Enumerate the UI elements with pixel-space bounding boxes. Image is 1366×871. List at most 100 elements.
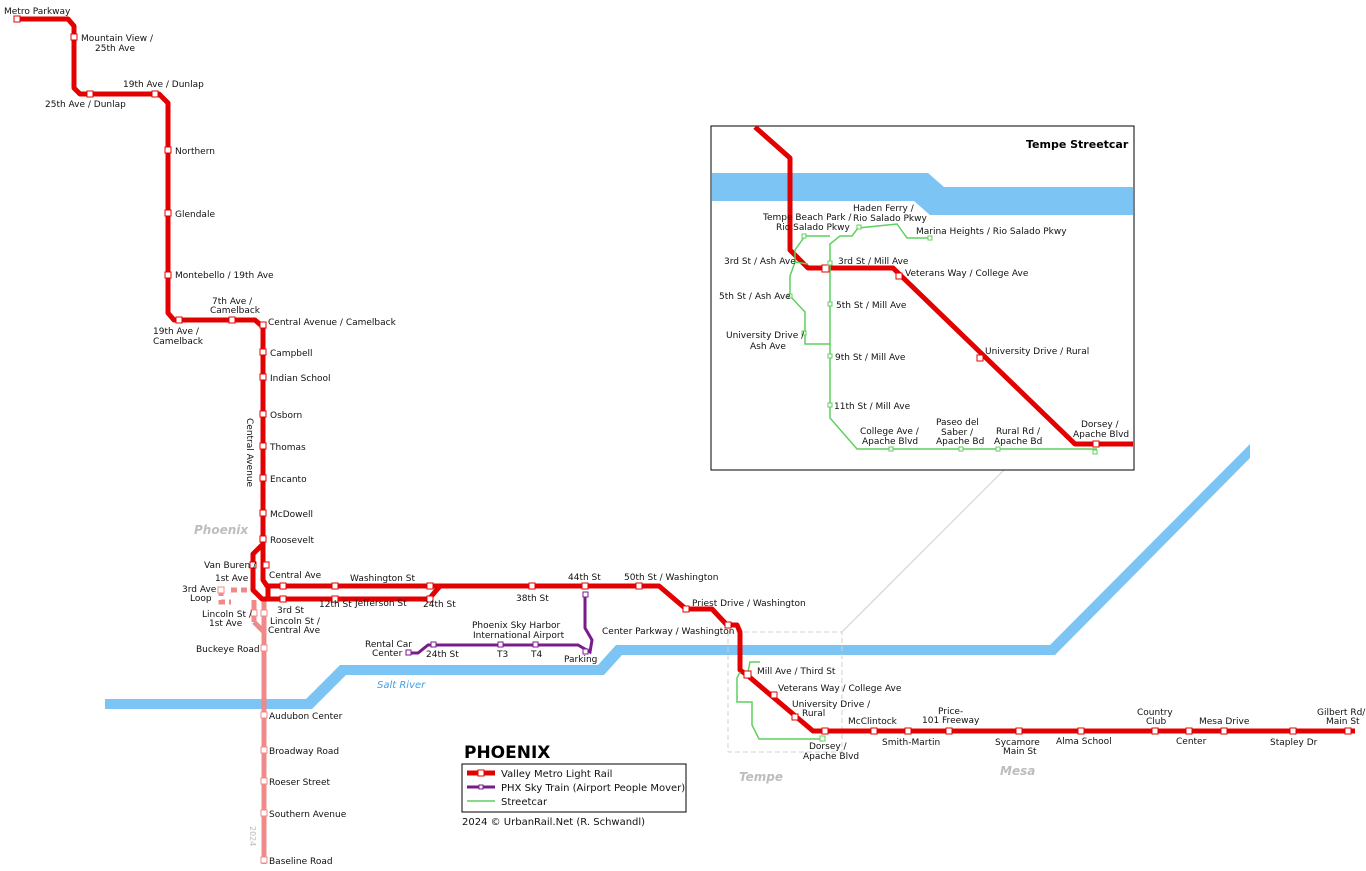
inset-label-5th-mill: 5th St / Mill Ave bbox=[836, 301, 907, 311]
legend-sky-train-label: PHX Sky Train (Airport People Mover) bbox=[501, 783, 685, 794]
label-3rd-ave-loop-2: Loop bbox=[190, 594, 212, 604]
label-central-ave: Central Ave bbox=[269, 571, 322, 581]
inset-label-5th-ash: 5th St / Ash Ave bbox=[719, 292, 791, 302]
city-tempe: Tempe bbox=[739, 770, 783, 784]
label-mcdowell: McDowell bbox=[270, 510, 313, 520]
label-country-club-2: Club bbox=[1146, 717, 1166, 727]
label-roosevelt: Roosevelt bbox=[270, 536, 314, 546]
inset-area-frame bbox=[727, 631, 843, 753]
label-dorsey-apache-2: Apache Blvd bbox=[803, 752, 859, 762]
label-jefferson-st: Jefferson St bbox=[354, 599, 407, 609]
label-t3: T3 bbox=[496, 650, 508, 660]
label-lincoln-1st-2: 1st Ave bbox=[209, 619, 243, 629]
label-lincoln-central-2: Central Ave bbox=[268, 626, 321, 636]
legend-light-rail-marker bbox=[477, 769, 485, 777]
legend-box bbox=[461, 763, 687, 813]
label-northern: Northern bbox=[175, 147, 215, 157]
label-buckeye: Buckeye Road bbox=[196, 645, 260, 655]
label-glendale: Glendale bbox=[175, 210, 215, 220]
label-university-rural: University Drive / bbox=[792, 700, 871, 710]
label-country-club: Country bbox=[1137, 708, 1173, 718]
extension-station-markers bbox=[217, 586, 268, 864]
label-mesa-drive: Mesa Drive bbox=[1199, 717, 1250, 727]
inset-light-rail bbox=[753, 125, 1133, 447]
inset-label-3rd-ash: 3rd St / Ash Ave bbox=[724, 257, 796, 267]
city-phoenix: Phoenix bbox=[194, 523, 249, 537]
label-price-2: 101 Freeway bbox=[922, 716, 980, 726]
inset-label-9th-mill: 9th St / Mill Ave bbox=[835, 353, 906, 363]
label-19th-camelback: 19th Ave / bbox=[153, 327, 200, 337]
label-alma-school: Alma School bbox=[1056, 737, 1112, 747]
inset-river bbox=[712, 173, 1133, 215]
label-gilbert-2: Main St bbox=[1326, 717, 1360, 727]
label-washington-st: Washington St bbox=[350, 574, 415, 584]
label-t4: T4 bbox=[530, 650, 542, 660]
inset-label-rural-apache-2: Apache Bd bbox=[994, 437, 1042, 447]
label-thomas: Thomas bbox=[269, 443, 306, 453]
label-38th-st: 38th St bbox=[516, 594, 549, 604]
label-metro-parkway: Metro Parkway bbox=[4, 7, 71, 17]
inset-title: Tempe Streetcar bbox=[1026, 138, 1129, 151]
label-3rd-ave-loop: 3rd Ave bbox=[182, 585, 217, 595]
label-sycamore: Sycamore bbox=[995, 738, 1040, 748]
label-broadway: Broadway Road bbox=[269, 747, 339, 757]
inset-label-tempe-beach-2: Rio Salado Pkwy bbox=[776, 223, 850, 233]
streetcar-marker bbox=[819, 735, 826, 742]
label-mountain-view-2: 25th Ave bbox=[95, 44, 136, 54]
label-southern: Southern Avenue bbox=[269, 810, 347, 820]
label-25th-dunlap: 25th Ave / Dunlap bbox=[45, 100, 126, 110]
inset-rail-markers bbox=[821, 264, 1100, 448]
inset-streetcar-markers bbox=[787, 224, 1098, 455]
label-3rd-st: 3rd St bbox=[277, 606, 305, 616]
label-sky-harbor: Phoenix Sky Harbor bbox=[472, 621, 561, 631]
label-van-buren-2: 1st Ave bbox=[215, 574, 249, 584]
label-central-camelback: Central Avenue / Camelback bbox=[268, 318, 397, 328]
label-indian-school: Indian School bbox=[270, 374, 331, 384]
label-gilbert: Gilbert Rd/ bbox=[1317, 708, 1366, 718]
inset-label-haden: Haden Ferry / bbox=[853, 204, 915, 214]
inset-connector-line bbox=[841, 469, 1005, 633]
label-center-parkway: Center Parkway / Washington bbox=[602, 627, 734, 637]
label-sky-harbor-2: International Airport bbox=[473, 631, 565, 641]
legend-streetcar-label: Streetcar bbox=[501, 797, 548, 808]
inset-label-tempe-beach: Tempe Beach Park / bbox=[762, 213, 852, 223]
label-rental-car-2: Center bbox=[372, 649, 403, 659]
label-parking: Parking bbox=[564, 655, 597, 665]
label-rental-car: Rental Car bbox=[365, 640, 412, 650]
inset-label-univ-ash: University Drive / bbox=[726, 331, 805, 341]
label-24th-st: 24th St bbox=[423, 600, 456, 610]
inset-label-dorsey: Dorsey / bbox=[1081, 420, 1120, 430]
label-encanto: Encanto bbox=[270, 475, 307, 485]
inset-label-univ-rural: University Drive / Rural bbox=[985, 347, 1089, 357]
legend: Valley Metro Light Rail PHX Sky Train (A… bbox=[461, 763, 687, 828]
city-mesa: Mesa bbox=[1000, 764, 1035, 778]
legend-light-rail-label: Valley Metro Light Rail bbox=[501, 769, 612, 780]
label-veterans-college: Veterans Way / College Ave bbox=[778, 684, 902, 694]
legend-credit: 2024 © UrbanRail.Net (R. Schwandl) bbox=[462, 817, 645, 828]
tempe-streetcar-inset: Tempe Streetcar Tempe Beach Park / Rio S… bbox=[710, 125, 1135, 471]
label-campbell: Campbell bbox=[270, 349, 313, 359]
inset-label-college-apache-2: Apache Blvd bbox=[862, 437, 918, 447]
label-mill-third: Mill Ave / Third St bbox=[757, 667, 836, 677]
inset-label-college-apache: College Ave / bbox=[860, 427, 920, 437]
inset-label-marina: Marina Heights / Rio Salado Pkwy bbox=[916, 227, 1067, 237]
label-dorsey-apache: Dorsey / bbox=[809, 742, 848, 752]
label-19th-dunlap: 19th Ave / Dunlap bbox=[123, 80, 204, 90]
station-markers bbox=[13, 15, 1352, 735]
label-university-rural-2: Rural bbox=[802, 709, 825, 719]
inset-label-rural-apache: Rural Rd / bbox=[996, 427, 1041, 437]
label-priest-washington: Priest Drive / Washington bbox=[692, 599, 806, 609]
label-stapley: Stapley Dr bbox=[1270, 738, 1318, 748]
station-labels: Metro Parkway Mountain View / 25th Ave 1… bbox=[4, 7, 1366, 867]
label-19th-camelback-2: Camelback bbox=[153, 337, 204, 347]
streetcar-line bbox=[736, 661, 822, 740]
label-7th-camelback-2: Camelback bbox=[210, 306, 261, 316]
label-2024-extension: 2024 bbox=[248, 826, 257, 846]
inset-label-veterans: Veterans Way / College Ave bbox=[905, 269, 1029, 279]
map-title: PHOENIX bbox=[464, 743, 550, 763]
label-price: Price- bbox=[938, 707, 963, 717]
label-sky-24th: 24th St bbox=[426, 650, 459, 660]
inset-label-haden-2: Rio Salado Pkwy bbox=[853, 214, 927, 224]
